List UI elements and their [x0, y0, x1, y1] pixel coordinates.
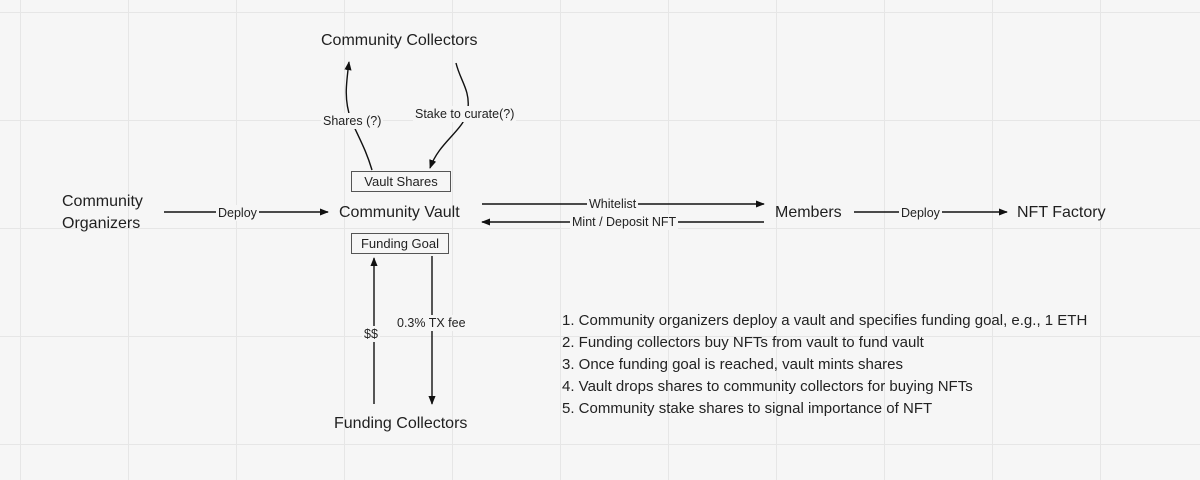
note-item: 1. Community organizers deploy a vault a…	[562, 312, 1088, 329]
vault-shares-box[interactable]: Vault Shares	[351, 171, 451, 192]
node-community-vault[interactable]: Community Vault	[339, 204, 460, 221]
label-tx-fee: 0.3% TX fee	[395, 315, 468, 331]
note-item: 3. Once funding goal is reached, vault m…	[562, 356, 904, 373]
funding-goal-box[interactable]: Funding Goal	[351, 233, 449, 254]
node-community-organizers[interactable]: Community Organizers	[62, 193, 143, 232]
node-nft-factory[interactable]: NFT Factory	[1017, 204, 1106, 221]
label-shares: Shares (?)	[321, 113, 384, 129]
label-mint-deposit: Mint / Deposit NFT	[570, 214, 679, 230]
note-item: 2. Funding collectors buy NFTs from vaul…	[562, 334, 924, 351]
note-item: 4. Vault drops shares to community colle…	[562, 378, 973, 395]
label-money: $$	[362, 326, 380, 342]
process-notes: 1. Community organizers deploy a vault a…	[562, 310, 1087, 420]
label-deploy-vault: Deploy	[216, 205, 259, 221]
node-community-collectors[interactable]: Community Collectors	[321, 32, 478, 49]
node-members[interactable]: Members	[775, 204, 842, 221]
label-whitelist: Whitelist	[587, 196, 639, 212]
note-item: 5. Community stake shares to signal impo…	[562, 400, 933, 417]
label-stake-to-curate: Stake to curate(?)	[413, 106, 517, 122]
node-funding-collectors[interactable]: Funding Collectors	[334, 415, 468, 432]
label-deploy-factory: Deploy	[899, 205, 942, 221]
